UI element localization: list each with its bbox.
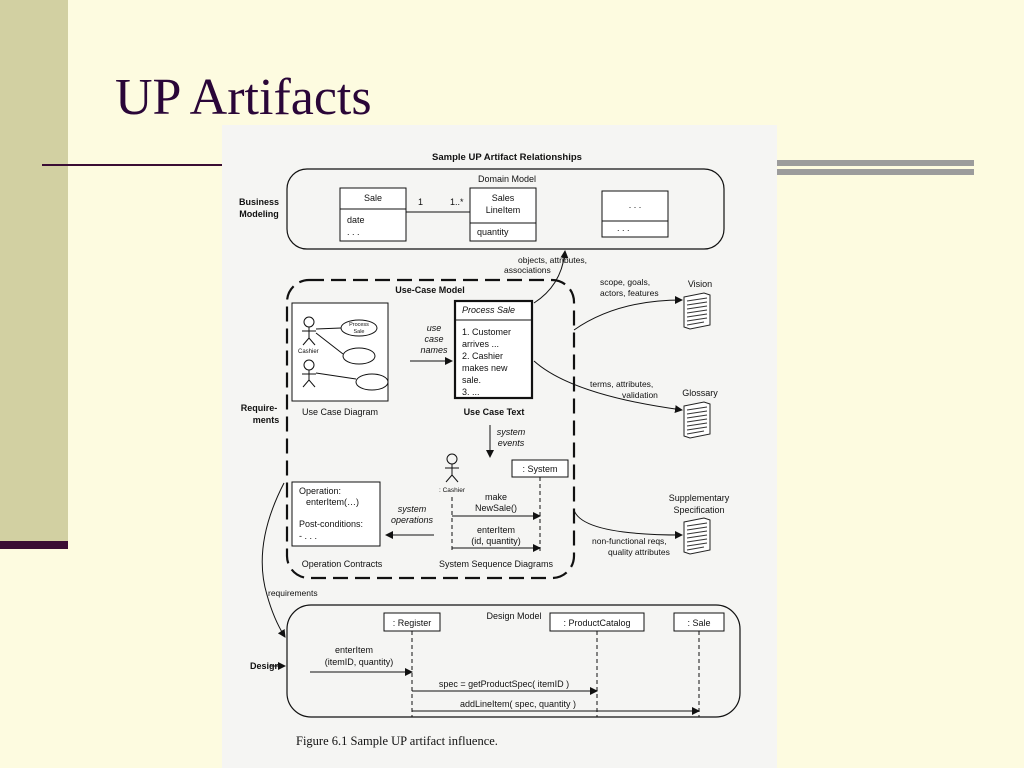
design-model-frame: [286, 604, 741, 718]
design-msg-in-2: (itemID, quantity): [325, 657, 394, 667]
system-events-2: events: [498, 438, 525, 448]
multiplicity-right: 1..*: [450, 197, 464, 207]
glossary-doc-icon: [683, 401, 711, 439]
use-case-names-1: use: [427, 323, 442, 333]
left-accent-band: [0, 0, 68, 545]
arrow-to-vision: [573, 296, 683, 331]
ssd-msg-1-line-2: NewSale(): [475, 503, 517, 513]
discipline-modeling: Modeling: [239, 209, 279, 219]
supplementary-label-2: Specification: [673, 505, 724, 515]
use-case-text-line-6: 3. ...: [462, 387, 480, 397]
artifact-diagram: Sample UP Artifact Relationships Busines…: [239, 152, 741, 718]
vision-label: Vision: [688, 279, 712, 289]
class-sale-attr-date: date: [347, 215, 365, 225]
class-line-item-attr: quantity: [477, 227, 509, 237]
design-model-label: Design Model: [486, 611, 541, 621]
operation-contract-line-2: enterItem(…): [306, 497, 359, 507]
requirements-label: requirements: [268, 588, 318, 598]
use-case-model-frame: [285, 278, 576, 580]
ssd-system-label: : System: [522, 464, 557, 474]
supplementary-note-1: non-functional reqs,: [592, 536, 667, 546]
discipline-requirements: Require-: [241, 403, 278, 413]
glossary-label: Glossary: [682, 388, 718, 398]
actor-second-icon: [302, 359, 316, 388]
ssd-msg-2-line-1: enterItem: [477, 525, 515, 535]
arrow-to-supplementary: [573, 509, 683, 539]
ssd-msg-2-line-2: (id, quantity): [471, 536, 521, 546]
system-events-1: system: [497, 427, 526, 437]
operation-contract-line-3: Post-conditions:: [299, 519, 363, 529]
operation-contract-box: [291, 481, 381, 547]
discipline-design: Design: [250, 661, 280, 671]
design-catalog-label: : ProductCatalog: [563, 618, 630, 628]
objects-note-line-2: associations: [504, 265, 551, 275]
ssd-msg-1-line-1: make: [485, 492, 507, 502]
use-case-names-3: names: [420, 345, 448, 355]
use-case-text-line-2: arrives ...: [462, 339, 499, 349]
class-other-attr: . . .: [617, 223, 630, 233]
operation-contract-line-4: - . . .: [299, 531, 317, 541]
class-other: [601, 190, 669, 238]
design-register-label: : Register: [393, 618, 432, 628]
use-case-text-line-1: 1. Customer: [462, 327, 511, 337]
supplementary-doc-icon: [683, 517, 711, 555]
objects-note-line-1: objects, attributes,: [518, 255, 587, 265]
system-operations-1: system: [398, 504, 427, 514]
operation-contract-caption: Operation Contracts: [302, 559, 383, 569]
class-line-item-name-2: LineItem: [486, 205, 521, 215]
slide-title: UP Artifacts: [115, 69, 372, 126]
glossary-note-1: terms, attributes,: [590, 379, 653, 389]
class-other-name: . . .: [629, 200, 642, 210]
left-accent-foot: [0, 541, 68, 549]
use-case-process-1: Process: [349, 322, 369, 328]
use-case-text-title: Process Sale: [462, 305, 515, 315]
discipline-requirements-cont: ments: [253, 415, 280, 425]
discipline-business: Business: [239, 197, 279, 207]
ssd-cashier-label: : Cashier: [439, 487, 466, 494]
actor-cashier-icon: [302, 316, 316, 346]
design-msg-in-1: enterItem: [335, 645, 373, 655]
title-rule-right: [776, 160, 974, 179]
figure-header: Sample UP Artifact Relationships: [432, 152, 582, 163]
use-case-names-2: case: [424, 334, 443, 344]
domain-model-label: Domain Model: [478, 174, 536, 184]
vision-note-1: scope, goals,: [600, 277, 650, 287]
glossary-note-2: validation: [622, 390, 658, 400]
multiplicity-left: 1: [418, 197, 423, 207]
class-sale-name: Sale: [364, 193, 382, 203]
operation-contract-line-1: Operation:: [299, 486, 341, 496]
supplementary-label-1: Supplementary: [669, 493, 730, 503]
system-operations-2: operations: [391, 515, 434, 525]
design-sale-label: : Sale: [687, 618, 710, 628]
vision-note-2: actors, features: [600, 288, 659, 298]
use-case-model-label: Use-Case Model: [395, 285, 465, 295]
use-case-process-2: Sale: [353, 329, 364, 335]
use-case-diagram-caption: Use Case Diagram: [302, 407, 378, 417]
arrow-requirements-to-design: [261, 482, 286, 638]
domain-model-frame: [286, 168, 725, 250]
arrow-to-glossary: [533, 360, 683, 414]
use-case-text-line-3: 2. Cashier: [462, 351, 503, 361]
actor-cashier-label: Cashier: [298, 349, 319, 355]
use-case-text-line-4: makes new: [462, 363, 508, 373]
supplementary-note-2: quality attributes: [608, 547, 670, 557]
design-msg-spec: spec = getProductSpec( itemID ): [439, 679, 569, 689]
use-case-text-caption: Use Case Text: [464, 407, 525, 417]
vision-doc-icon: [683, 292, 711, 330]
figure-scan: Sample UP Artifact Relationships Busines…: [222, 125, 777, 768]
design-msg-add: addLineItem( spec, quantity ): [460, 699, 576, 709]
class-sale-attr-more: . . .: [347, 227, 360, 237]
class-sale: [339, 187, 407, 242]
ssd-cashier-icon: [445, 453, 459, 483]
use-case-text-line-5: sale.: [462, 375, 481, 385]
title-underline: [42, 164, 222, 166]
ssd-caption: System Sequence Diagrams: [439, 559, 554, 569]
class-line-item-name-1: Sales: [492, 193, 515, 203]
class-sales-line-item: [469, 187, 537, 242]
use-case-ovals: [315, 319, 389, 391]
use-case-text-box: [453, 299, 534, 400]
figure-caption: Figure 6.1 Sample UP artifact influence.: [296, 734, 498, 748]
